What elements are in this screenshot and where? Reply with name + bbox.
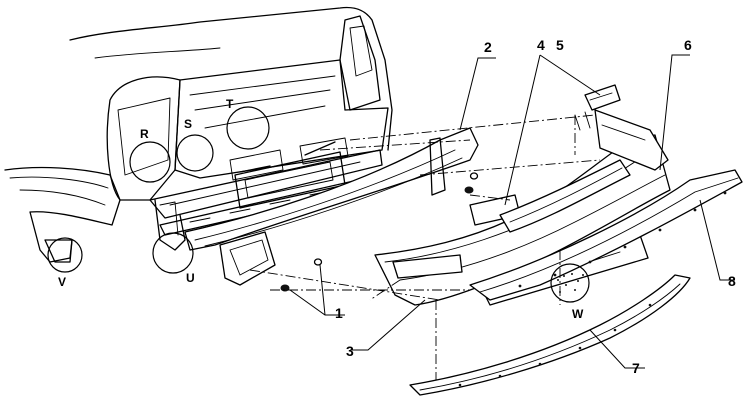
detail-labels: R S T U V W [58, 97, 584, 321]
bumper-reinforcement-beam [184, 127, 479, 286]
callout-1: 1 [335, 305, 343, 321]
alignment-lines [249, 114, 601, 380]
detail-circle-r [129, 141, 171, 183]
detail-circle-v [47, 237, 83, 273]
left-fender-extension [4, 166, 121, 263]
detail-circle-w-stipple [557, 273, 584, 293]
callout-7: 7 [632, 360, 640, 376]
detail-circle-s [176, 134, 214, 172]
callout-6: 6 [684, 37, 692, 53]
lower-valance [469, 169, 743, 301]
callout-4: 4 [537, 37, 545, 53]
detail-label-r: R [140, 127, 149, 141]
callout-5: 5 [556, 37, 564, 53]
lower-skirt [409, 274, 691, 396]
mounting-nuts [280, 172, 479, 292]
detail-circle-w [550, 263, 590, 303]
leader-lines [289, 54, 735, 369]
license-plate-text: TOYOTA [400, 265, 429, 273]
callout-labels: 1 2 3 4 5 6 7 8 [335, 37, 736, 376]
detail-label-t: T [226, 97, 234, 111]
bumper-retainer [469, 84, 631, 233]
vehicle-rear-body [69, 6, 393, 251]
detail-label-v: V [58, 275, 66, 289]
detail-circle-t [226, 106, 270, 150]
detail-circle-u [152, 232, 194, 274]
callout-2: 2 [484, 39, 492, 55]
detail-label-s: S [184, 117, 192, 131]
detail-circles [47, 106, 590, 303]
callout-3: 3 [346, 343, 354, 359]
detail-label-w: W [572, 307, 584, 321]
callout-8: 8 [728, 273, 736, 289]
detail-label-u: U [186, 271, 195, 285]
